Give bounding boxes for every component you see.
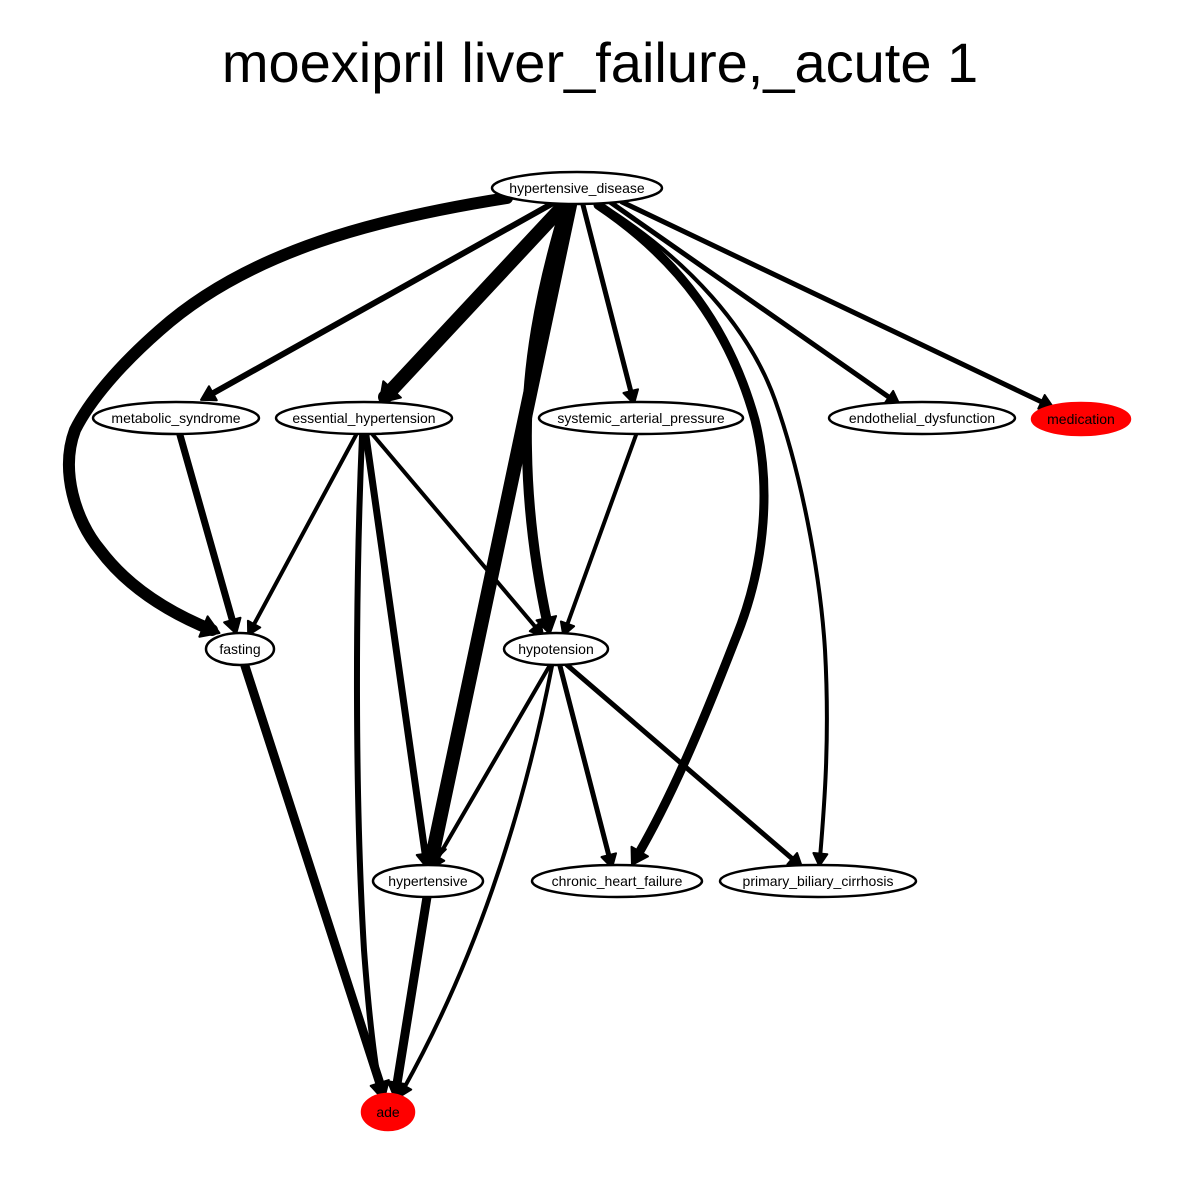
arrowhead-icon — [246, 619, 262, 637]
nodes-layer: hypertensive_disease metabolic_syndrome es… — [91, 170, 1132, 1132]
node-ellipse — [1030, 401, 1132, 437]
edge-line — [564, 433, 638, 630]
edge-line — [176, 431, 238, 630]
edge-line — [564, 662, 799, 865]
edge-hypertensive_disease-to-primary_biliary_cirrhosis — [598, 202, 829, 867]
edge-hypertensive_disease-to-systemic_arterial_pressure — [580, 202, 640, 405]
edge-line — [521, 200, 571, 631]
node-label: hypertensive_disease — [509, 180, 645, 196]
node-primary-biliary-cirrhosis: primary_biliary_cirrhosis — [718, 863, 918, 899]
edge-metabolic_syndrome-to-fasting — [176, 431, 242, 635]
edge-line — [353, 433, 383, 1093]
edge-hypertensive_disease-to-hypotension — [521, 200, 571, 635]
edge-line — [250, 433, 358, 630]
node-hypertensive-disease: hypertensive_disease — [490, 170, 664, 206]
node-ellipse — [718, 863, 918, 899]
node-medication: medication — [1030, 401, 1132, 437]
edge-hypertensive_disease-to-metabolic_syndrome — [200, 199, 558, 402]
node-ellipse — [537, 400, 745, 436]
edge-hypertensive-to-ade — [386, 892, 432, 1099]
node-chronic-heart-failure: chronic_heart_failure — [530, 863, 704, 899]
node-label: hypertensive — [388, 873, 468, 889]
node-label: essential_hypertension — [292, 410, 435, 426]
node-metabolic-syndrome: metabolic_syndrome — [91, 400, 261, 436]
edge-line — [371, 433, 540, 632]
edge-hypertensive_disease-to-chronic_heart_failure — [593, 200, 769, 866]
edge-line — [240, 661, 387, 1095]
edge-line — [401, 664, 554, 1092]
edge-line — [425, 198, 577, 864]
edge-line — [391, 892, 432, 1095]
node-ellipse — [502, 631, 610, 667]
edge-line — [607, 199, 896, 403]
edge-hypertensive_disease-to-essential_hypertension — [378, 196, 573, 404]
node-ellipse — [490, 170, 664, 206]
node-label: endothelial_dysfunction — [849, 410, 995, 426]
node-ellipse — [827, 400, 1017, 436]
edge-line — [598, 202, 829, 860]
edge-line — [434, 663, 552, 863]
edge-line — [619, 199, 1049, 407]
arrowhead-icon — [812, 852, 829, 867]
node-ellipse — [530, 863, 704, 899]
node-ellipse — [91, 400, 261, 436]
arrowhead-icon — [223, 616, 242, 635]
node-hypertensive: hypertensive — [371, 863, 485, 899]
arrowhead-icon — [386, 1080, 408, 1099]
node-hypotension: hypotension — [502, 631, 610, 667]
node-fasting: fasting — [204, 631, 276, 667]
node-label: metabolic_syndrome — [111, 410, 240, 426]
node-label: medication — [1047, 411, 1115, 427]
edge-line — [205, 199, 558, 399]
edge-line — [378, 196, 573, 404]
node-label: primary_biliary_cirrhosis — [743, 873, 894, 889]
arrowhead-icon — [198, 615, 221, 638]
node-ellipse — [360, 1092, 416, 1132]
arrowhead-icon — [630, 845, 649, 866]
edge-line — [593, 200, 769, 863]
arrowhead-icon — [535, 615, 558, 635]
edge-line — [362, 432, 430, 864]
node-ellipse — [204, 631, 276, 667]
edge-essential_hypertension-to-fasting — [246, 433, 358, 637]
arrowhead-icon — [622, 388, 640, 405]
node-label: systemic_arterial_pressure — [557, 410, 724, 426]
node-label: ade — [376, 1104, 400, 1120]
node-ellipse — [274, 400, 454, 436]
edge-hypertensive_disease-to-fasting — [63, 192, 513, 638]
node-ade: ade — [360, 1092, 416, 1132]
node-essential-hypertension: essential_hypertension — [274, 400, 454, 436]
node-systemic-arterial-pressure: systemic_arterial_pressure — [537, 400, 745, 436]
node-endothelial-dysfunction: endothelial_dysfunction — [827, 400, 1017, 436]
node-label: fasting — [219, 641, 260, 657]
arrowhead-icon — [378, 380, 402, 404]
arrowhead-icon — [200, 385, 218, 402]
edge-essential_hypertension-to-hypertensive — [362, 432, 435, 869]
arrowhead-icon — [415, 851, 435, 869]
node-ellipse — [371, 863, 485, 899]
edges-layer — [63, 192, 1055, 1099]
graph-title: moexipril liver_failure,_acute 1 — [222, 31, 978, 94]
node-label: hypotension — [518, 641, 594, 657]
node-label: chronic_heart_failure — [552, 873, 683, 889]
edge-line — [63, 192, 513, 636]
edge-line — [580, 202, 635, 399]
edge-line — [557, 663, 613, 863]
